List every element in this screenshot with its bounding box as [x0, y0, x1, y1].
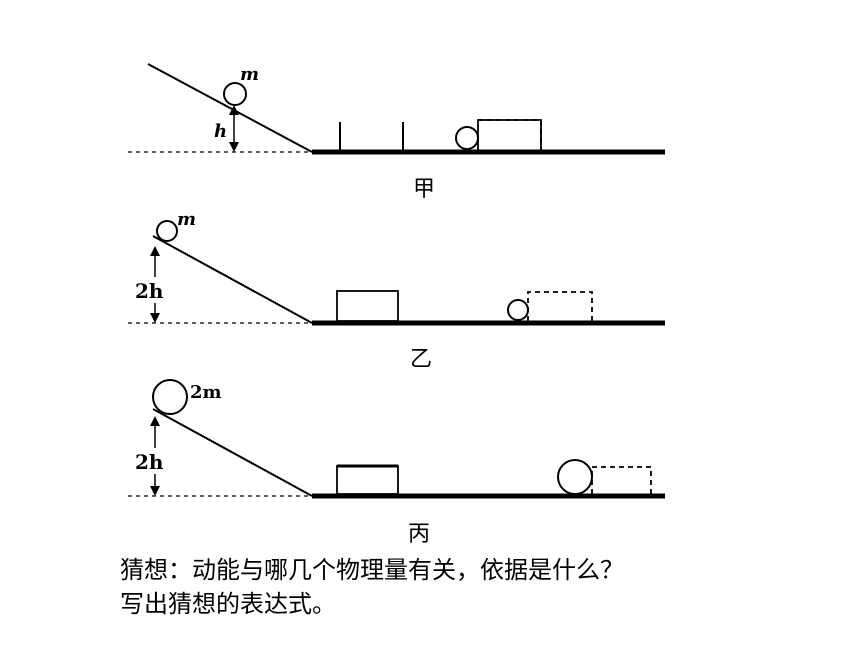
ball-at-bottom	[455, 126, 479, 150]
height-label-bg	[133, 277, 179, 303]
question-text: 猜想：动能与哪几个物理量有关，依据是什么？ 写出猜想的表达式。	[120, 553, 820, 621]
panel-caption: 丙	[408, 522, 430, 547]
mass-label: m	[240, 64, 259, 85]
ball	[223, 82, 247, 106]
height-label: 2h	[135, 279, 164, 303]
height-label: h	[214, 121, 227, 142]
height-arrow	[229, 105, 239, 152]
mass-label: m	[177, 209, 196, 230]
incline-ramp	[152, 408, 313, 497]
question-line-1: 猜想：动能与哪几个物理量有关，依据是什么？	[120, 556, 624, 584]
incline-ramp	[147, 63, 313, 153]
block-dashed-position	[527, 291, 593, 321]
mass-label: 2m	[190, 382, 222, 403]
height-label-bg	[133, 448, 179, 474]
block-dashed-position	[591, 466, 652, 494]
panel-jia: m h 甲	[128, 63, 665, 202]
panel-bing: 2m 2h 丙	[128, 379, 665, 547]
panel-caption: 甲	[413, 177, 435, 202]
block-stationary	[336, 465, 399, 495]
ball	[156, 220, 178, 242]
panel-caption: 乙	[410, 347, 432, 372]
height-label: 2h	[135, 450, 164, 474]
incline-ramp	[152, 235, 313, 324]
ball-large	[152, 379, 188, 415]
panel-yi: m 2h 乙	[128, 209, 665, 372]
block-dashed-position	[478, 119, 542, 150]
ball-at-bottom	[507, 299, 529, 321]
question-line-2: 写出猜想的表达式。	[120, 590, 336, 618]
block-solid	[477, 119, 542, 150]
block-stationary	[336, 290, 399, 322]
ball-large-at-bottom	[557, 459, 593, 495]
